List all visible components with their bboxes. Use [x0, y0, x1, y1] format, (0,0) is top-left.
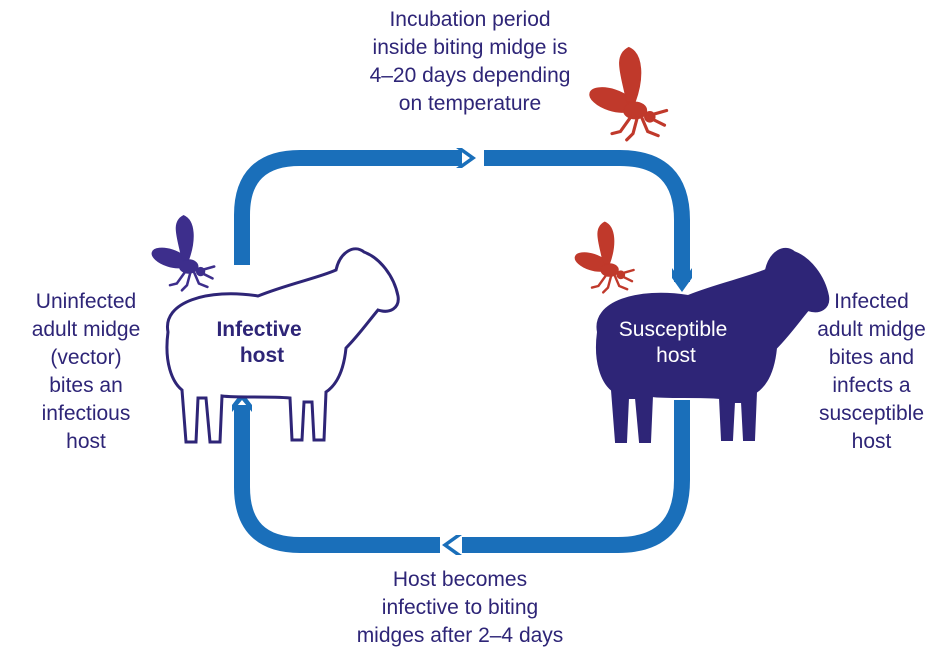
- midge-icon: [571, 220, 635, 294]
- step-incubation-text: Incubation period inside biting midge is…: [300, 6, 640, 118]
- arrow-head-right: [672, 268, 692, 292]
- infected-line-2: adult midge: [817, 318, 926, 341]
- infected-line-3: bites and: [828, 346, 915, 369]
- infected-line-5: susceptible: [818, 402, 925, 425]
- infective-host-line-1: Infective: [216, 318, 301, 341]
- uninfected-line-2: adult midge: [31, 318, 141, 341]
- incubation-line-4: on temperature: [398, 92, 542, 115]
- step-host-infective-text: Host becomes infective to biting midges …: [290, 566, 630, 650]
- arrow-top-right: [484, 150, 690, 282]
- host-infective-line-3: midges after 2–4 days: [356, 624, 564, 647]
- sheep-icon: [595, 247, 830, 443]
- host-infective-line-2: infective to biting: [381, 596, 539, 619]
- cycle-arrows: [234, 150, 690, 553]
- host-infective-line-1: Host becomes: [392, 568, 528, 591]
- uninfected-line-1: Uninfected: [35, 290, 137, 313]
- arrow-head-top: [456, 148, 476, 168]
- midge-icon: [148, 214, 216, 292]
- arrow-bottom-left: [234, 405, 440, 553]
- step-uninfected-midge-text: Uninfected adult midge (vector) bites an…: [0, 288, 172, 456]
- arrow-head-bottom: [442, 535, 462, 555]
- uninfected-line-5: infectious: [41, 402, 131, 425]
- uninfected-line-6: host: [66, 430, 106, 453]
- infective-host-line-2: host: [240, 344, 284, 367]
- infected-line-6: host: [851, 430, 892, 453]
- susceptible-host-line-1: Susceptible: [619, 318, 728, 341]
- susceptible-host-line-2: host: [656, 344, 696, 367]
- infective-host-label: Infective host: [216, 318, 307, 367]
- arrow-top-left: [234, 150, 462, 265]
- infected-line-4: infects a: [832, 374, 911, 397]
- incubation-line-1: Incubation period: [389, 8, 551, 31]
- uninfected-line-4: bites an: [49, 374, 123, 397]
- incubation-line-2: inside biting midge is: [372, 36, 568, 59]
- arrow-heads: [232, 148, 692, 555]
- susceptible-host-label: Susceptible host: [619, 318, 733, 367]
- incubation-line-3: 4–20 days depending: [369, 64, 571, 87]
- infected-line-1: Infected: [834, 290, 909, 313]
- uninfected-line-3: (vector): [50, 346, 122, 369]
- arrow-bottom-right: [462, 400, 690, 553]
- step-infected-midge-text: Infected adult midge bites and infects a…: [800, 288, 943, 456]
